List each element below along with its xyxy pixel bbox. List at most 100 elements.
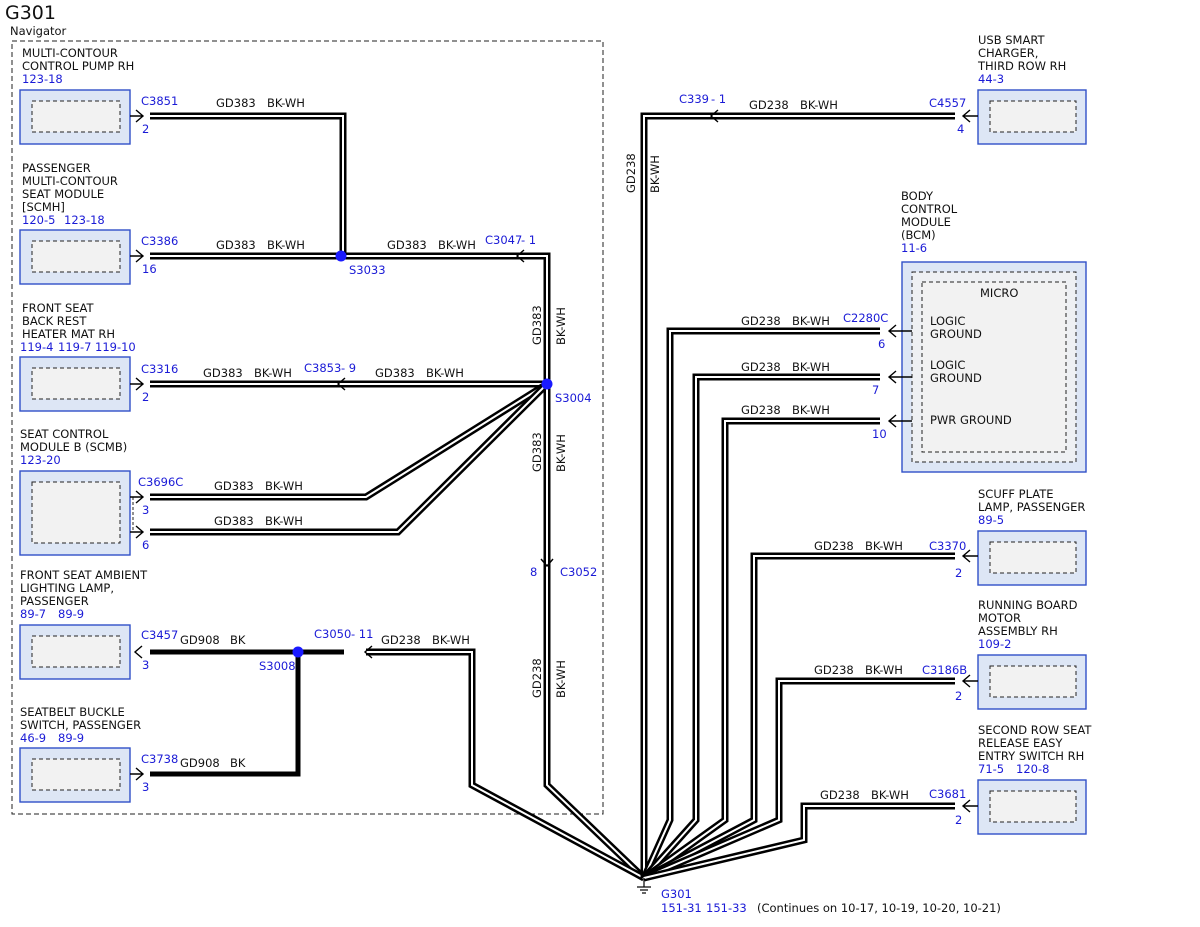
c3853-arrow bbox=[336, 377, 346, 391]
svg-text:BK-WH: BK-WH bbox=[554, 307, 568, 345]
svg-text:BK-WH: BK-WH bbox=[871, 788, 909, 802]
pin-c3186b: 2 bbox=[955, 689, 962, 703]
svg-text:ENTRY SWITCH RH: ENTRY SWITCH RH bbox=[978, 749, 1084, 763]
svg-text:71-5: 71-5 bbox=[978, 762, 1004, 776]
svg-text:MULTI-CONTOUR: MULTI-CONTOUR bbox=[22, 174, 118, 188]
pin-c2280c-6: 6 bbox=[878, 337, 885, 351]
connector-c2280c: C2280C bbox=[843, 311, 888, 325]
svg-text:BK: BK bbox=[230, 633, 246, 647]
svg-text:PASSENGER: PASSENGER bbox=[20, 594, 89, 608]
pin-c3370: 2 bbox=[955, 566, 962, 580]
svg-text:109-2: 109-2 bbox=[978, 637, 1011, 651]
svg-text:BODY: BODY bbox=[901, 189, 934, 203]
svg-text:GD238: GD238 bbox=[624, 153, 638, 193]
svg-text:123-20: 123-20 bbox=[20, 453, 61, 467]
svg-text:BK-WH: BK-WH bbox=[267, 238, 305, 252]
svg-text:GD383: GD383 bbox=[214, 514, 254, 528]
connector-c3052-pin: 8 bbox=[530, 565, 537, 579]
pin-c3738: 3 bbox=[142, 780, 149, 794]
svg-text:BK-WH: BK-WH bbox=[438, 238, 476, 252]
splice-s3033 bbox=[335, 250, 347, 262]
svg-text:GD238: GD238 bbox=[820, 788, 860, 802]
c3052-arrow bbox=[540, 558, 554, 568]
svg-text:GD383: GD383 bbox=[387, 238, 427, 252]
svg-text:11-6: 11-6 bbox=[901, 241, 927, 255]
c3047-arrow bbox=[515, 249, 525, 263]
svg-text:CONTROL: CONTROL bbox=[901, 202, 958, 216]
svg-text:GD383: GD383 bbox=[530, 432, 544, 472]
c2280c-pin10-arrow bbox=[887, 414, 912, 428]
ground-ref-1: 151-31 bbox=[661, 901, 702, 915]
svg-text:PWR GROUND: PWR GROUND bbox=[930, 413, 1012, 427]
svg-text:GD238: GD238 bbox=[381, 633, 421, 647]
svg-text:GD383: GD383 bbox=[375, 366, 415, 380]
connector-c3457: C3457 bbox=[141, 628, 178, 642]
module-multi-contour-pump: MULTI-CONTOUR CONTROL PUMP RH 123-18 bbox=[19, 46, 134, 145]
wire-c3696c-6-s3004 bbox=[150, 381, 550, 536]
module-scmh: PASSENGER MULTI-CONTOUR SEAT MODULE [SCM… bbox=[19, 161, 131, 285]
pin-c3457: 3 bbox=[142, 658, 149, 672]
c3696c-pin3-arrow bbox=[130, 490, 145, 504]
seat-area-boundary bbox=[11, 40, 604, 815]
svg-text:GD908: GD908 bbox=[180, 756, 220, 770]
svg-text:THIRD ROW RH: THIRD ROW RH bbox=[977, 59, 1066, 73]
svg-text:89-9: 89-9 bbox=[58, 731, 84, 745]
pin-c3696c-3: 3 bbox=[142, 503, 149, 517]
svg-text:CONTROL PUMP RH: CONTROL PUMP RH bbox=[22, 59, 134, 73]
wire-s3033-s3004 bbox=[343, 252, 551, 384]
splice-s3033-label: S3033 bbox=[349, 263, 386, 277]
c3370-pin-arrow bbox=[961, 549, 978, 563]
svg-text:GD238: GD238 bbox=[814, 663, 854, 677]
svg-text:GD238: GD238 bbox=[530, 658, 544, 698]
c339-arrow bbox=[709, 109, 719, 123]
svg-text:LIGHTING LAMP,: LIGHTING LAMP, bbox=[20, 581, 114, 595]
pin-c3316: 2 bbox=[142, 390, 149, 404]
connector-c3047: C3047 bbox=[485, 233, 522, 247]
bcm-micro-label: MICRO bbox=[980, 286, 1018, 300]
wire-c2280c-6-g301 bbox=[640, 327, 880, 880]
c4557-pin-arrow bbox=[961, 109, 978, 123]
svg-text:GROUND: GROUND bbox=[930, 327, 982, 341]
svg-text:GD383: GD383 bbox=[203, 366, 243, 380]
c3738-pin-arrow bbox=[130, 767, 145, 781]
c3696c-pin6-arrow bbox=[130, 525, 145, 539]
c3186b-pin-arrow bbox=[961, 674, 978, 688]
c2280c-pin7-arrow bbox=[887, 370, 912, 384]
svg-text:MODULE B (SCMB): MODULE B (SCMB) bbox=[20, 440, 127, 454]
pin-c2280c-10: 10 bbox=[872, 427, 887, 441]
diagram-title: G301 bbox=[5, 2, 56, 24]
svg-text:BACK REST: BACK REST bbox=[22, 314, 87, 328]
svg-text:SEATBELT BUCKLE: SEATBELT BUCKLE bbox=[20, 705, 125, 719]
svg-text:BK-WH: BK-WH bbox=[426, 366, 464, 380]
svg-text:GROUND: GROUND bbox=[930, 371, 982, 385]
svg-text:LOGIC: LOGIC bbox=[930, 314, 965, 328]
wire-c3681-g301 bbox=[643, 802, 955, 882]
svg-text:RELEASE EASY: RELEASE EASY bbox=[978, 736, 1063, 750]
connector-c3050: C3050 bbox=[314, 627, 351, 641]
svg-text:RUNNING BOARD: RUNNING BOARD bbox=[978, 598, 1078, 612]
svg-text:BK-WH: BK-WH bbox=[265, 514, 303, 528]
pin-c4557: 4 bbox=[957, 122, 964, 136]
connector-c4557: C4557 bbox=[929, 96, 966, 110]
svg-text:PASSENGER: PASSENGER bbox=[22, 161, 91, 175]
svg-text:[SCMH]: [SCMH] bbox=[22, 200, 65, 214]
wire-c339-g301 bbox=[640, 112, 955, 878]
c3851-pin-arrow bbox=[130, 109, 145, 123]
svg-text:BK-WH: BK-WH bbox=[865, 539, 903, 553]
svg-text:120-8: 120-8 bbox=[1016, 762, 1049, 776]
wire-s3004-g301 bbox=[543, 384, 647, 881]
svg-text:LOGIC: LOGIC bbox=[930, 358, 965, 372]
svg-text:SWITCH, PASSENGER: SWITCH, PASSENGER bbox=[20, 718, 141, 732]
connector-c3052: C3052 bbox=[560, 565, 597, 579]
svg-text:119-4: 119-4 bbox=[20, 340, 53, 354]
svg-text:BK-WH: BK-WH bbox=[792, 360, 830, 374]
svg-text:BK-WH: BK-WH bbox=[554, 660, 568, 698]
c2280c-pin6-arrow bbox=[887, 324, 912, 338]
wire-c3696c-3-s3004 bbox=[150, 381, 549, 501]
svg-text:ASSEMBLY RH: ASSEMBLY RH bbox=[978, 624, 1058, 638]
splice-s3008-label: S3008 bbox=[259, 659, 296, 673]
module-bcm: BODY CONTROL MODULE (BCM) 11-6 MICRO LOG… bbox=[901, 189, 1087, 473]
svg-text:SEAT CONTROL: SEAT CONTROL bbox=[20, 427, 109, 441]
svg-text:GD383: GD383 bbox=[216, 238, 256, 252]
c3681-pin-arrow bbox=[961, 799, 978, 813]
